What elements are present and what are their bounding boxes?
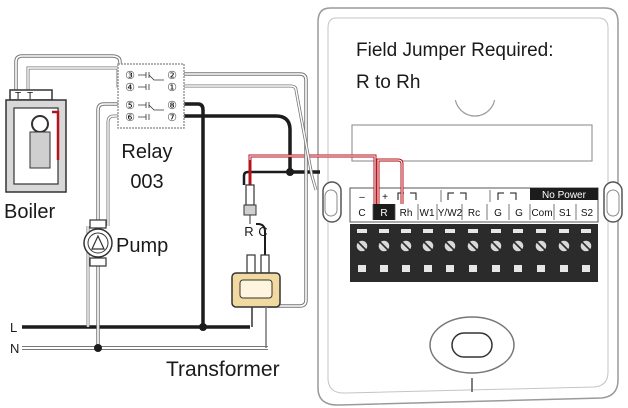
transformer-label: Transformer: [166, 358, 280, 381]
screw-terminals: [355, 239, 593, 253]
jumper-note-line1: Field Jumper Required:: [356, 40, 553, 61]
wire-label-c: C: [258, 224, 267, 239]
terminal-label-com: Com: [531, 208, 552, 219]
plus-sign: +: [382, 192, 388, 203]
junction-dot: [94, 344, 102, 352]
junction-dot: [199, 323, 207, 331]
relay-terminal-5: ⑤: [125, 100, 135, 112]
transformer-icon: [231, 254, 281, 348]
line-label-l: L: [10, 320, 17, 335]
screw-block: [350, 224, 598, 282]
wire-connectors: [243, 184, 257, 224]
jumper-note: Field Jumper Required: R to Rh: [346, 30, 606, 100]
no-power-banner: [530, 188, 598, 200]
terminal-label-rh: Rh: [400, 208, 413, 219]
pump-icon: [83, 219, 113, 267]
r-terminal-highlight: [373, 204, 395, 220]
terminal-label-g1: G: [494, 208, 502, 219]
relay-terminal-7: ⑦: [167, 112, 177, 124]
relay-terminal-8: ⑧: [167, 100, 177, 112]
terminal-label-r: R: [380, 208, 387, 219]
mount-arc: [454, 95, 496, 117]
terminal-block: No Power – + C R Rh W1: [349, 187, 599, 282]
wire-opening: [351, 124, 593, 162]
pump-label: Pump: [116, 235, 168, 257]
terminal-label-yw2: Y/W2: [438, 208, 463, 219]
relay-terminal-2: ②: [167, 70, 177, 82]
terminal-label-rc: Rc: [468, 208, 480, 219]
terminal-labels: C R Rh W1 Y/W2 Rc G G Com S1 S2: [358, 208, 593, 219]
jumper-note-line2: R to Rh: [356, 72, 420, 93]
wire-label-r: R: [244, 224, 253, 239]
boiler-icon: T T: [5, 89, 67, 193]
terminal-label-s2: S2: [581, 208, 594, 219]
minus-sign: –: [359, 192, 365, 203]
terminal-label-s1: S1: [559, 208, 572, 219]
boiler-label: Boiler: [4, 201, 55, 223]
relay-terminal-4: ④: [125, 82, 135, 94]
svg-text:T: T: [27, 91, 33, 102]
no-power-label: No Power: [542, 190, 587, 201]
relay-label-line2: 003: [130, 171, 163, 193]
terminal-label-c: C: [358, 208, 365, 219]
relay-terminal-6: ⑥: [125, 112, 135, 124]
svg-text:T: T: [15, 91, 21, 102]
line-label-n: N: [10, 341, 19, 356]
relay-label-line1: Relay: [121, 141, 172, 163]
relay-terminal-3: ③: [125, 70, 135, 82]
relay-terminal-1: ①: [167, 82, 177, 94]
relay-icon: ③ ④ ⑤ ⑥ ② ① ⑧ ⑦: [117, 63, 185, 129]
terminal-label-g2: G: [515, 208, 523, 219]
terminal-label-w1: W1: [420, 208, 435, 219]
junction-dot: [286, 168, 294, 176]
